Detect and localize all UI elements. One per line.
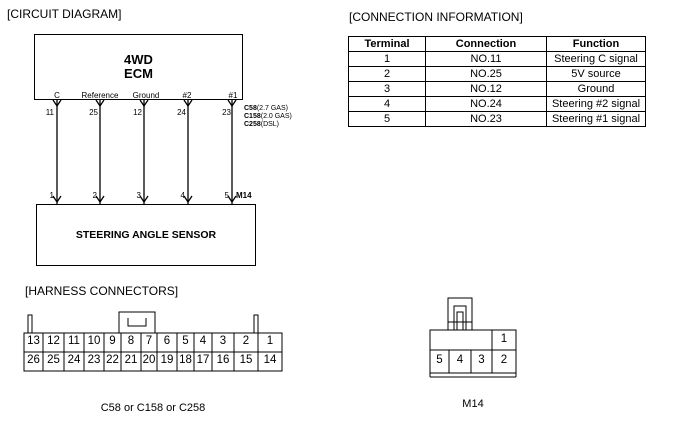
c58-pin: 20 — [142, 354, 156, 366]
ecm-box — [34, 34, 243, 100]
c58-pin: 24 — [67, 354, 81, 366]
c58-pin: 22 — [106, 354, 119, 366]
c58-pin: 25 — [47, 354, 60, 366]
c58-pin: 3 — [219, 335, 227, 347]
c58-pin: 9 — [109, 335, 116, 347]
sensor-label: STEERING ANGLE SENSOR — [75, 229, 217, 241]
ecm-pin-num: 12 — [133, 108, 142, 117]
m14-pin: 2 — [500, 354, 508, 366]
c58-pin: 8 — [127, 335, 135, 347]
ecm-label-line1: 4WD — [124, 52, 153, 67]
c58-pin: 12 — [47, 335, 60, 347]
sensor-pin-num: 2 — [92, 191, 97, 200]
c58-pin: 21 — [124, 354, 138, 366]
c58-pin: 5 — [182, 335, 189, 347]
c58-pin: 17 — [196, 354, 210, 366]
sensor-pin-connector-mark — [95, 195, 105, 204]
c58-pin: 11 — [68, 335, 80, 347]
c58-pin: 1 — [266, 335, 274, 347]
table-row: 5 NO.23 Steering #1 signal — [348, 111, 646, 127]
sensor-pin-num: 1 — [49, 191, 54, 200]
table-cell: 5 — [348, 111, 426, 127]
ecm-connector-code: C158(2.0 GAS) — [244, 113, 292, 120]
connection-info-title: [CONNECTION INFORMATION] — [349, 10, 523, 24]
table-header: Terminal — [348, 36, 426, 52]
ecm-pin-label-1: #1 — [228, 91, 238, 100]
c58-pin: 16 — [216, 354, 230, 366]
c58-pin: 18 — [179, 354, 192, 366]
m14-caption: M14 — [462, 398, 484, 410]
c58-pin: 26 — [27, 354, 40, 366]
table-cell: NO.23 — [425, 111, 547, 127]
steering-angle-sensor-box — [36, 204, 256, 266]
table-cell: Steering #1 signal — [546, 111, 646, 127]
c58-pin: 13 — [27, 335, 40, 347]
table-cell: Steering #2 signal — [546, 96, 646, 112]
c58-pin: 6 — [163, 335, 171, 347]
ecm-label-line2: ECM — [124, 66, 153, 81]
ecm-connector-code: C258(DSL) — [244, 121, 280, 128]
c58-pin: 10 — [87, 335, 101, 347]
sensor-pin-num: 4 — [180, 191, 185, 200]
c58-pin: 19 — [160, 354, 174, 366]
sensor-pin-connector-mark — [139, 195, 149, 204]
ecm-pin-label-c: C — [54, 91, 60, 100]
circuit-diagram-title: [CIRCUIT DIAGRAM] — [7, 7, 122, 21]
table-row: 4 NO.24 Steering #2 signal — [348, 96, 646, 112]
m14-pin: 4 — [456, 354, 464, 366]
sensor-pin-connector-mark — [227, 195, 237, 204]
c58-pin: 2 — [242, 335, 250, 347]
table-cell: NO.24 — [425, 96, 547, 112]
sensor-pin-connector-mark — [52, 195, 62, 204]
table-cell: Ground — [546, 81, 646, 97]
ecm-pin-num: 11 — [45, 108, 54, 117]
c58-caption: C58 or C158 or C258 — [100, 402, 206, 414]
c58-pin: 7 — [145, 335, 153, 347]
m14-pin: 5 — [436, 354, 443, 366]
c58-pin: 14 — [263, 354, 277, 366]
ecm-pin-num: 25 — [89, 108, 98, 117]
sensor-pin-num: 5 — [224, 191, 229, 200]
c58-pin: 23 — [87, 354, 101, 366]
sensor-pin-num: 3 — [136, 191, 141, 200]
ecm-pin-num: 23 — [222, 108, 231, 117]
connection-table: Terminal Connection Function 1 NO.11 Ste… — [348, 36, 646, 127]
ecm-connector-code: C58(2.7 GAS) — [244, 105, 288, 112]
sensor-connector-code: M14 — [236, 191, 252, 200]
c58-pin: 15 — [239, 354, 253, 366]
ecm-pin-num: 24 — [177, 108, 186, 117]
ecm-pin-label-2: #2 — [182, 91, 192, 100]
m14-pin: 1 — [500, 333, 508, 345]
ecm-pin-label-ground: Ground — [132, 91, 160, 100]
harness-connectors-title: [HARNESS CONNECTORS] — [25, 284, 179, 298]
m14-pin: 3 — [478, 354, 485, 366]
c58-pin: 4 — [199, 335, 207, 347]
ecm-pin-label-reference: Reference — [81, 91, 119, 100]
sensor-pin-connector-mark — [183, 195, 193, 204]
